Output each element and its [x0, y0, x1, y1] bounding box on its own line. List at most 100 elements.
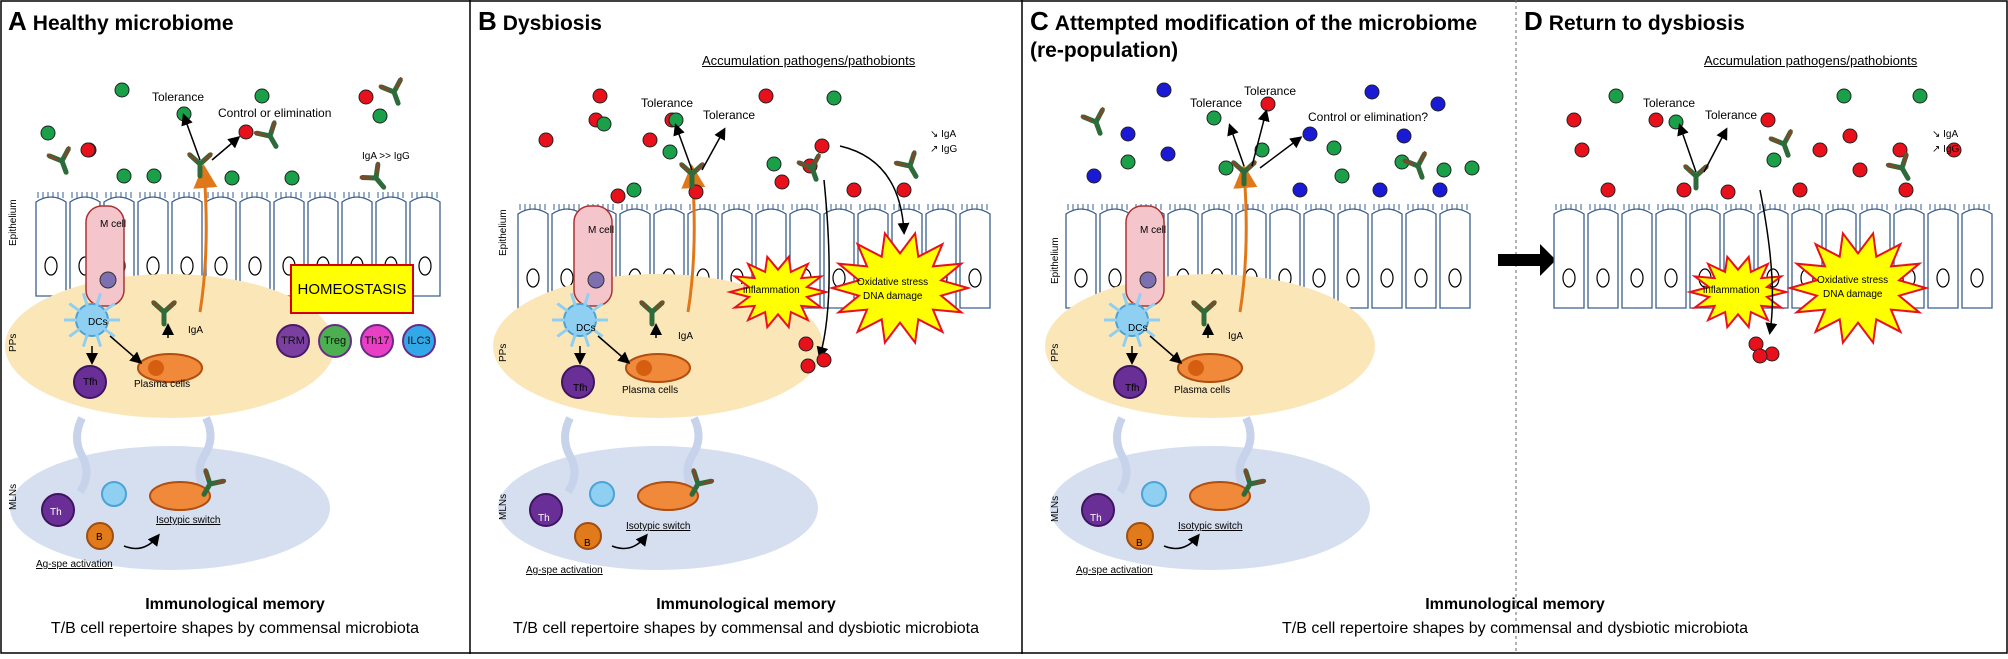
b-agspe-label: Ag-spe activation: [526, 565, 603, 576]
b-mln-dc: [589, 481, 615, 507]
b-epithelium-cell: [959, 208, 991, 309]
a-iga-transport-arrow: [193, 164, 218, 313]
c-green-bacterium: [1326, 140, 1342, 156]
a-m-cell-nucleus: [99, 271, 117, 289]
dc-dendrite: [583, 333, 591, 348]
b-epithelium-cell: [517, 208, 549, 309]
c-pps-label: PPs: [1050, 343, 1061, 362]
a-green-bacterium: [116, 168, 132, 184]
nucleus: [1562, 268, 1576, 288]
c-mln-antibody: [1241, 468, 1267, 497]
b-mlns-label: MLNs: [498, 493, 509, 520]
c-tolerance-arrow-2: [1251, 109, 1270, 167]
b-green-bacterium: [626, 182, 642, 198]
a-green-bacterium: [254, 88, 270, 104]
c-m-cell: [1125, 205, 1165, 307]
panel-b-letter: B: [478, 6, 497, 36]
c-red-bacterium: [1260, 96, 1276, 112]
plasma-nucleus: [1188, 360, 1204, 376]
d-epithelium-cell: [1961, 208, 1993, 309]
dc-dendrite: [583, 292, 591, 307]
dc-dendrite: [95, 333, 103, 348]
a-memory-title: Immunological memory: [145, 596, 325, 613]
b-mcell-label: M cell: [588, 225, 615, 236]
d-iga-down: ↘ IgA: [1932, 129, 1959, 140]
a-plasma-label: Plasma cells: [134, 379, 191, 390]
c-blue-bacterium: [1302, 126, 1318, 142]
d-red-bacterium: [1812, 142, 1828, 158]
treg-cell: Treg: [318, 324, 352, 358]
d-red-bacterium: [1566, 112, 1582, 128]
b-red-bacterium: [814, 138, 830, 154]
nucleus: [526, 268, 540, 288]
dc-dendrite: [556, 302, 569, 313]
nucleus: [1108, 268, 1122, 288]
nucleus: [418, 256, 432, 276]
d-green-bacterium: [1836, 88, 1852, 104]
c-b-label: B: [1136, 538, 1143, 549]
d-red-bacterium: [1852, 162, 1868, 178]
dc-dendrite: [591, 327, 604, 338]
b-isotypic-arrow: [611, 533, 648, 550]
c-mlns-label: MLNs: [1050, 495, 1061, 522]
transition-arrow: [1498, 244, 1556, 276]
a-mcell-label: M cell: [100, 219, 127, 230]
b-isotypic-label: Isotypic switch: [626, 521, 691, 532]
nucleus: [1970, 268, 1984, 288]
b-b-label: B: [584, 538, 591, 549]
b-dna-label: DNA damage: [863, 291, 923, 302]
a-antibody: [359, 161, 387, 190]
b-red-bacterium: [758, 88, 774, 104]
c-lymph-left: [1113, 416, 1131, 495]
a-antibody: [46, 145, 71, 175]
dc-dendrite: [103, 327, 116, 338]
d-red-bacterium: [1898, 182, 1914, 198]
dc-dendrite: [569, 333, 577, 348]
c-epithelium-cell: [1439, 208, 1471, 309]
a-tolerance-arrow: [181, 113, 201, 161]
nucleus: [146, 256, 160, 276]
b-green-bacterium: [826, 90, 842, 106]
dc-dendrite: [95, 292, 103, 307]
cd-memory-title: Immunological memory: [1425, 596, 1605, 613]
a-mln-plasma-cell: [149, 481, 211, 511]
c-green-bacterium: [1436, 162, 1452, 178]
a-memory-subtitle: T/B cell repertoire shapes by commensal …: [50, 620, 420, 637]
a-antibody: [253, 120, 279, 149]
panel-b-title-text: Dysbiosis: [502, 12, 602, 35]
dc-dendrite: [1121, 333, 1129, 348]
th17-cell: Th17: [360, 324, 394, 358]
a-th-label: Th: [50, 507, 62, 518]
c-plasma-label: Plasma cells: [1174, 385, 1231, 396]
b-iga-down: ↘ IgA: [930, 129, 957, 140]
c-blue-bacterium: [1156, 82, 1172, 98]
b-oxidative-label: Oxidative stress: [857, 277, 929, 288]
d-red-bacterium: [1600, 182, 1616, 198]
c-iga-label: IgA: [1228, 331, 1244, 342]
d-igg-up: ↗ IgG: [1932, 144, 1960, 155]
a-b-label: B: [96, 532, 103, 543]
c-tfh-label: Tfh: [1125, 383, 1140, 394]
b-lymph-right: [683, 416, 703, 495]
d-red-bacterium: [1842, 128, 1858, 144]
d-red-bacterium: [1648, 112, 1664, 128]
d-translocated-bacterium: [1752, 348, 1768, 364]
b-b-cell: [574, 522, 602, 550]
b-antibody: [796, 152, 821, 182]
a-red-bacterium: [238, 124, 254, 140]
b-red-bacterium: [538, 132, 554, 148]
a-epithelium-cell: [35, 196, 67, 297]
dc-dendrite: [591, 302, 604, 313]
c-mln-dc: [1141, 481, 1167, 507]
a-mln-antibody: [201, 468, 227, 497]
b-memory-subtitle: T/B cell repertoire shapes by commensal …: [513, 620, 979, 637]
c-green-bacterium: [1206, 110, 1222, 126]
a-mlns-label: MLNs: [8, 483, 19, 510]
d-tolerance-arrow: [1677, 123, 1697, 173]
c-iga-antibody: [1190, 299, 1218, 327]
dc-dendrite: [68, 302, 81, 313]
dc-dendrite: [103, 302, 116, 313]
c-blue-bacterium: [1432, 182, 1448, 198]
panel-d-letter: D: [1524, 6, 1543, 36]
a-dcs-label: DCs: [88, 317, 108, 328]
